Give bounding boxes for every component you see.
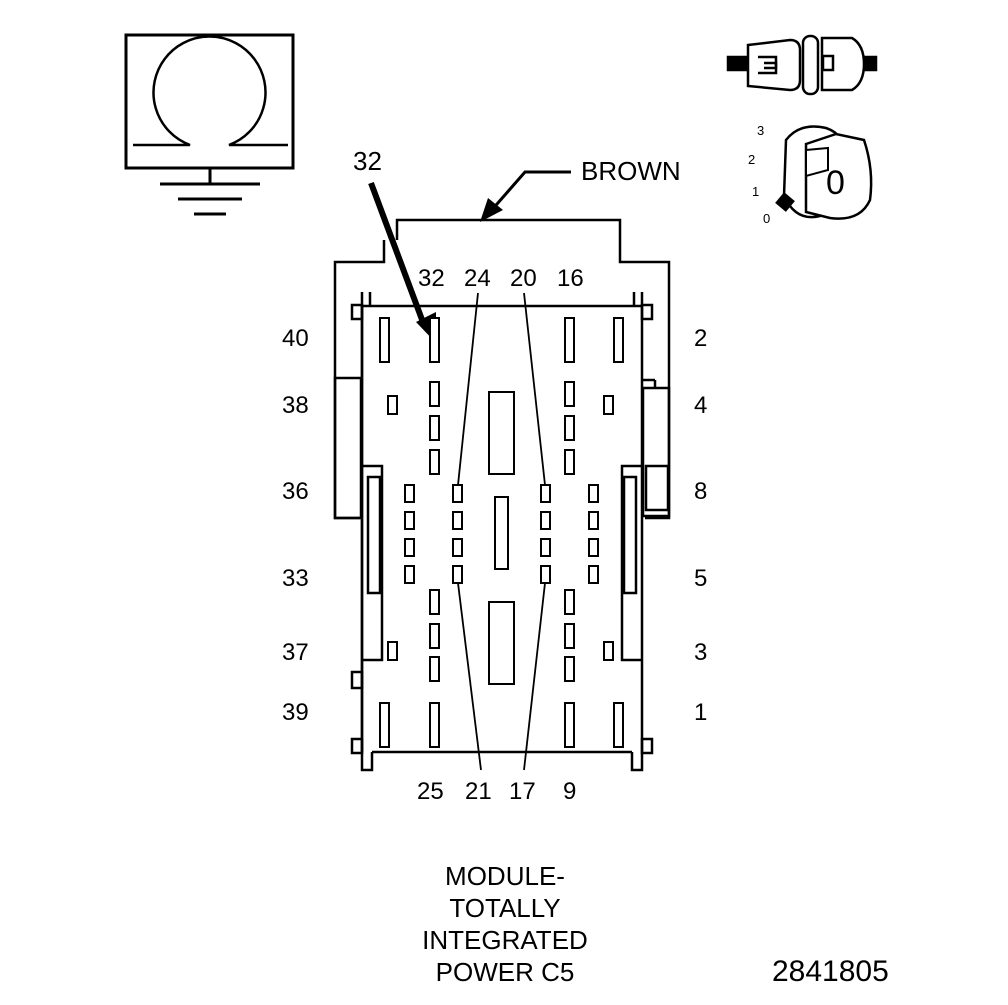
ignition-position-0: 0 xyxy=(763,211,770,226)
cavity-25 xyxy=(429,702,440,748)
pin-label-bottom-3: 17 xyxy=(509,778,536,805)
cavity-40 xyxy=(379,317,390,363)
pin-label-top-2: 24 xyxy=(464,265,491,292)
pin-label-right-2: 4 xyxy=(694,392,707,419)
caption-line-1: MODULE- xyxy=(445,861,565,891)
cavity-8 xyxy=(588,484,599,503)
top-pin-labels: 32 24 20 16 xyxy=(418,265,584,292)
cavity-field xyxy=(379,317,624,748)
caption-line-2: TOTALLY xyxy=(449,893,560,923)
ignition-position-2: 2 xyxy=(748,152,755,167)
cavity-2 xyxy=(613,317,624,363)
pin-label-bottom-4: 9 xyxy=(563,778,576,805)
caption-line-4: POWER C5 xyxy=(436,957,575,987)
ignition-position-3: 3 xyxy=(757,123,764,138)
pin-label-top-1: 32 xyxy=(418,265,445,292)
pin-label-bottom-2: 21 xyxy=(465,778,492,805)
pin-leader-lines xyxy=(457,292,546,771)
pin-label-right-3: 8 xyxy=(694,478,707,505)
pin-label-right-1: 2 xyxy=(694,325,707,352)
key-position-label: 0 xyxy=(826,164,845,202)
cavity-3 xyxy=(603,641,614,661)
pin-label-left-4: 33 xyxy=(282,565,309,592)
left-pin-labels: 40 38 36 33 37 39 xyxy=(282,325,309,726)
pin-label-left-3: 36 xyxy=(282,478,309,505)
cavity-38 xyxy=(387,395,398,415)
cavity-39 xyxy=(379,702,390,748)
cavity-1 xyxy=(613,702,624,748)
pin-label-right-5: 3 xyxy=(694,639,707,666)
pin-label-left-5: 37 xyxy=(282,639,309,666)
callout-pin-number: 32 xyxy=(353,146,382,176)
pin-callout: 32 BROWN xyxy=(353,146,681,343)
pin-label-left-2: 38 xyxy=(282,392,309,419)
bottom-pin-labels: 25 21 17 9 xyxy=(417,778,576,805)
pin-label-right-6: 1 xyxy=(694,699,707,726)
cavity-5 xyxy=(588,565,599,584)
pin-label-top-3: 20 xyxy=(510,265,537,292)
cavity-16 xyxy=(564,317,575,363)
pin-label-left-1: 40 xyxy=(282,325,309,352)
cavity-36 xyxy=(404,484,415,503)
pin-label-right-4: 5 xyxy=(694,565,707,592)
wire-color-label: BROWN xyxy=(581,156,681,186)
right-pin-labels: 2 4 8 5 3 1 xyxy=(694,325,707,726)
cavity-33 xyxy=(404,565,415,584)
pin-label-top-4: 16 xyxy=(557,265,584,292)
cavity-37 xyxy=(387,641,398,661)
connector-housing xyxy=(333,218,671,772)
cavity-4 xyxy=(603,395,614,415)
cavity-9 xyxy=(564,702,575,748)
ignition-switch-icon: 3 2 1 0 0 xyxy=(748,123,873,226)
connector-caption: MODULE- TOTALLY INTEGRATED POWER C5 xyxy=(422,861,588,987)
pin-label-bottom-1: 25 xyxy=(417,778,444,805)
pin-label-left-6: 39 xyxy=(282,699,309,726)
ground-symbol-icon xyxy=(124,33,295,216)
ignition-position-1: 1 xyxy=(752,184,759,199)
cavity-32 xyxy=(429,317,440,363)
caption-line-3: INTEGRATED xyxy=(422,925,588,955)
document-number: 2841805 xyxy=(772,955,889,988)
inline-connector-icon xyxy=(726,34,878,96)
